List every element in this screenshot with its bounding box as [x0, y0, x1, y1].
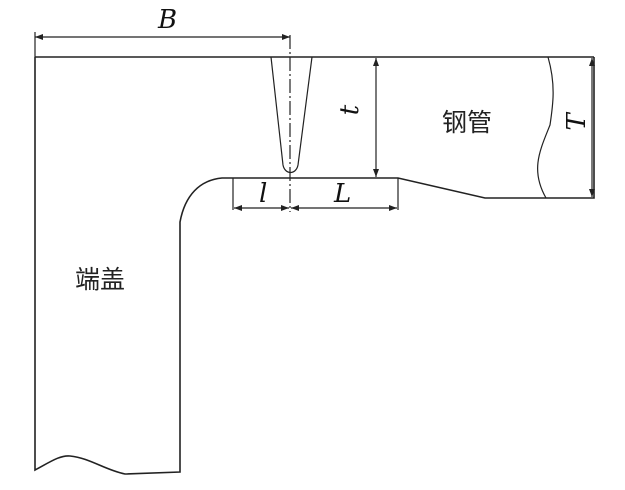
end-cap-outline — [34, 57, 233, 475]
label-l: l — [259, 179, 267, 209]
weld-groove — [270, 56, 313, 174]
label-B: B — [157, 5, 177, 35]
break-line — [537, 56, 554, 199]
tube-inner-surface — [233, 57, 595, 199]
label-steel-tube: 钢管 — [442, 108, 492, 137]
label-L: L — [333, 179, 351, 209]
label-t: t — [335, 104, 365, 115]
dimension-lL-extensions — [232, 178, 399, 210]
label-end-cap: 端盖 — [75, 265, 125, 294]
label-T: T — [562, 112, 592, 131]
